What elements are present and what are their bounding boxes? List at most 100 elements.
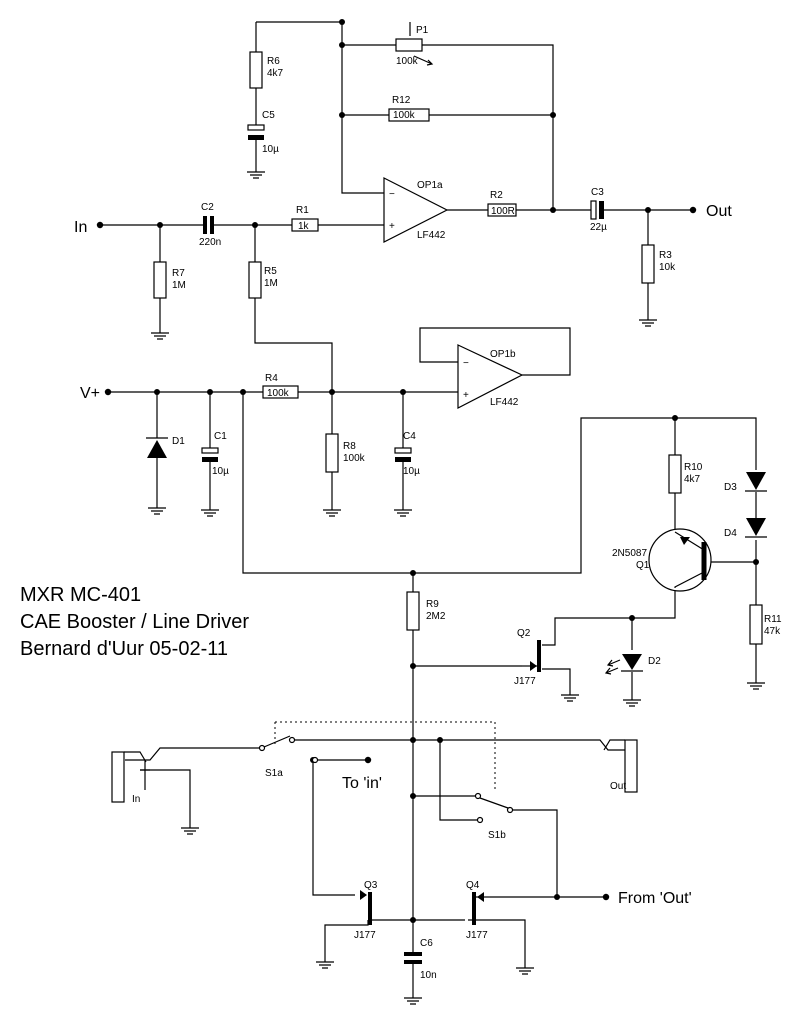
svg-text:+: + (389, 221, 395, 232)
ground-icon (639, 319, 657, 327)
svg-text:10µ: 10µ (262, 144, 279, 155)
svg-text:1M: 1M (264, 278, 278, 289)
title-block: MXR MC-401 CAE Booster / Line Driver Ber… (20, 584, 249, 660)
out-label: Out (706, 203, 732, 220)
diode-D1: D1 (146, 436, 185, 458)
svg-text:Out: Out (610, 781, 626, 792)
svg-text:S1a: S1a (265, 768, 283, 779)
ground-icon (623, 699, 641, 707)
opamp-OP1a: − + OP1a LF442 (383, 177, 449, 243)
svg-text:R1: R1 (296, 205, 309, 216)
opamp-OP1b: − + OP1b LF442 (457, 344, 524, 409)
ground-icon (201, 509, 219, 517)
svg-text:C1: C1 (214, 431, 227, 442)
svg-text:R4: R4 (265, 373, 278, 384)
potentiometer-P1: P1 100k (395, 25, 434, 67)
in-label: In (74, 219, 87, 236)
svg-text:LF442: LF442 (490, 397, 519, 408)
resistor-R9: R9 2M2 (406, 591, 446, 631)
svg-text:1k: 1k (298, 221, 310, 232)
svg-text:D2: D2 (648, 656, 661, 667)
title-line-1: MXR MC-401 (20, 584, 141, 606)
svg-text:R3: R3 (659, 250, 672, 261)
ground-icon (247, 171, 265, 179)
svg-text:+: + (463, 390, 469, 401)
switch-S1a: S1a (258, 735, 319, 779)
ground-icon (181, 827, 199, 835)
resistor-R11: R11 47k (749, 604, 782, 645)
svg-text:100k: 100k (396, 56, 419, 67)
ground-icon (148, 507, 166, 515)
svg-text:Q2: Q2 (517, 628, 531, 639)
switch-S1b: S1b (474, 792, 514, 841)
vplus-label: V+ (80, 385, 100, 402)
svg-text:2N5087: 2N5087 (612, 548, 647, 559)
jack-in: In (111, 751, 150, 805)
svg-text:R2: R2 (490, 190, 503, 201)
svg-text:Q3: Q3 (364, 880, 378, 891)
svg-text:D3: D3 (724, 482, 737, 493)
to-in-terminal (364, 756, 372, 764)
svg-text:D4: D4 (724, 528, 737, 539)
resistor-R4: R4 100k (262, 373, 299, 399)
svg-text:OP1a: OP1a (417, 180, 443, 191)
resistor-R3: R3 10k (641, 244, 676, 284)
jfet-Q4: Q4 J177 (466, 880, 490, 941)
junction-dots (154, 19, 759, 923)
capacitor-C5: C5 10µ (247, 110, 279, 155)
resistor-R1: R1 1k (291, 205, 319, 232)
svg-text:10n: 10n (420, 970, 437, 981)
svg-text:D1: D1 (172, 436, 185, 447)
svg-text:22µ: 22µ (590, 222, 607, 233)
ground-icon (747, 682, 765, 690)
capacitor-C6: C6 10n (404, 938, 437, 981)
svg-text:C5: C5 (262, 110, 275, 121)
resistor-R10: R10 4k7 (668, 454, 703, 494)
svg-text:10µ: 10µ (212, 466, 229, 477)
svg-text:R9: R9 (426, 599, 439, 610)
jfet-Q3: Q3 J177 (354, 880, 378, 941)
capacitor-C2: C2 220n (199, 202, 221, 248)
svg-text:OP1b: OP1b (490, 349, 516, 360)
resistor-R6: R6 4k7 (249, 51, 284, 89)
from-out-label: From 'Out' (618, 890, 692, 907)
svg-text:Q1: Q1 (636, 560, 650, 571)
jfet-Q2: Q2 J177 (514, 628, 541, 687)
svg-text:In: In (132, 794, 140, 805)
svg-text:−: − (463, 358, 469, 369)
svg-text:100k: 100k (343, 453, 366, 464)
svg-text:220n: 220n (199, 237, 221, 248)
vplus-terminal (104, 388, 112, 396)
out-terminal (689, 206, 697, 214)
capacitor-C3: C3 22µ (590, 187, 607, 233)
resistor-R8: R8 100k (325, 433, 366, 473)
ground-symbols (148, 171, 765, 1005)
svg-text:J177: J177 (466, 930, 488, 941)
from-out-terminal (602, 893, 610, 901)
ground-icon (394, 509, 412, 517)
svg-text:S1b: S1b (488, 830, 506, 841)
svg-text:2M2: 2M2 (426, 611, 446, 622)
wires (100, 21, 757, 998)
diode-D3: D3 (724, 472, 767, 493)
svg-text:C3: C3 (591, 187, 604, 198)
to-in-label: To 'in' (342, 775, 382, 792)
resistor-R5: R5 1M (248, 261, 278, 299)
svg-text:LF442: LF442 (417, 230, 446, 241)
resistor-R2: R2 100R (487, 190, 517, 217)
ground-icon (404, 997, 422, 1005)
led-D2: D2 (604, 654, 661, 675)
diode-D4: D4 (724, 518, 767, 539)
svg-text:C2: C2 (201, 202, 214, 213)
ground-icon (316, 961, 334, 969)
svg-text:100R: 100R (491, 206, 515, 217)
svg-text:R6: R6 (267, 56, 280, 67)
svg-text:R12: R12 (392, 95, 411, 106)
svg-text:47k: 47k (764, 626, 781, 637)
ground-icon (516, 967, 534, 975)
svg-text:J177: J177 (354, 930, 376, 941)
svg-text:R11: R11 (764, 614, 782, 625)
ground-icon (561, 694, 579, 702)
